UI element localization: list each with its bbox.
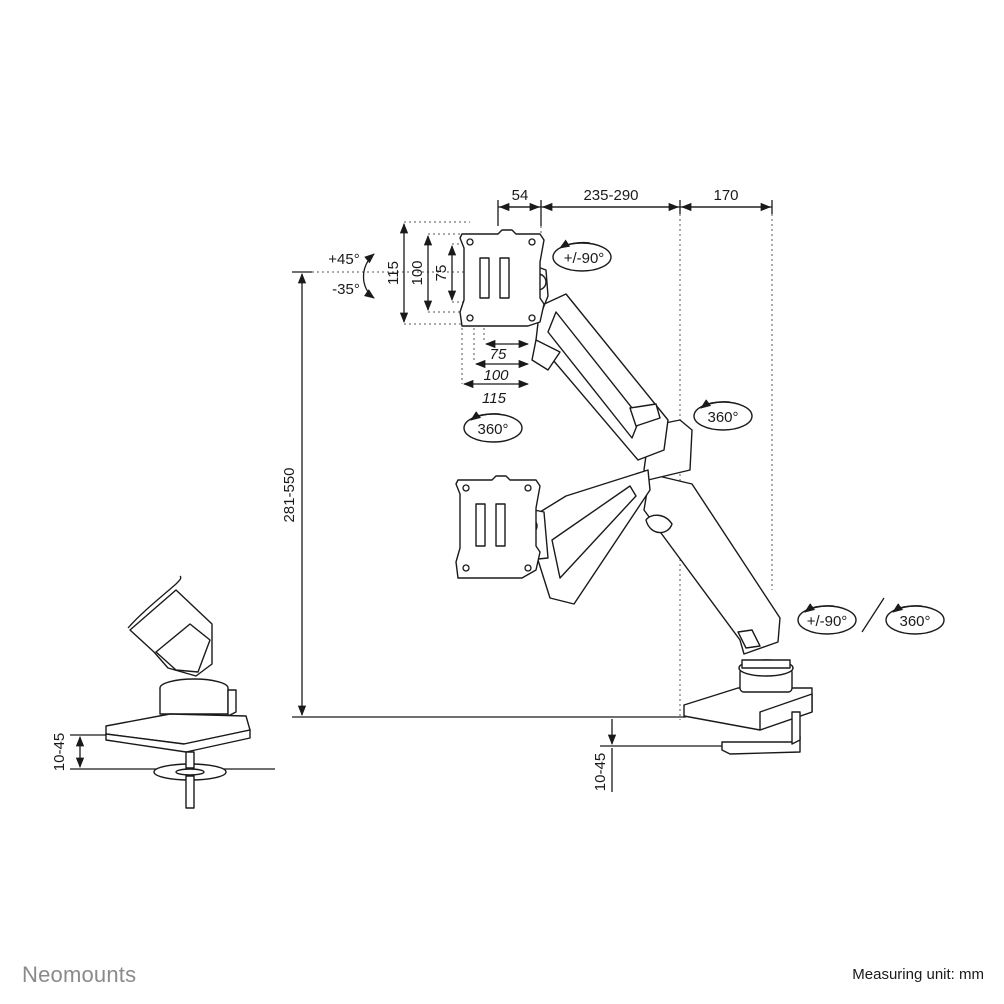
desk-clamp-bottom (721, 735, 801, 755)
svg-text:+/-90°: +/-90° (564, 250, 605, 267)
rotation-arrow-icon (700, 399, 731, 409)
vesa-horizontal-dimensions (461, 328, 530, 389)
rotation-arrow-icon (804, 603, 835, 613)
monitor-plate-icon (459, 229, 545, 327)
dim-desk-thickness-main: 10-45 (592, 753, 609, 791)
top-dimension-lines (497, 200, 773, 720)
dim-desk-thickness-detail: 10-45 (51, 733, 68, 771)
badge-swivel-head-top: 360° (463, 411, 523, 443)
dim-vesa-v-mid: 100 (409, 260, 426, 285)
rotation-arrow-icon (559, 239, 591, 249)
svg-text:360°: 360° (477, 421, 508, 438)
badge-rotate-base: +/-90° (797, 597, 885, 635)
badge-swivel-base: 360° (885, 603, 945, 635)
svg-text:+/-90°: +/-90° (807, 613, 848, 630)
height-dimension (292, 271, 686, 718)
badge-swivel-joint: 360° (693, 399, 753, 431)
measuring-unit-label: Measuring unit: mm (852, 966, 984, 983)
dim-vesa-h-inner: 75 (490, 346, 507, 363)
tilt-down-label: -35° (332, 281, 360, 298)
dim-vesa-v-inner: 75 (433, 265, 450, 282)
brand-logo: Neomounts (22, 962, 137, 987)
tilt-up-label: +45° (328, 251, 359, 268)
rotation-arrow-icon (470, 411, 501, 421)
monitor-plate-icon (455, 475, 541, 579)
tilt-arrow-icon (362, 253, 375, 299)
dim-vesa-h-outer: 115 (482, 390, 507, 407)
lower-arm (643, 473, 781, 655)
grommet-bolt-icon (153, 751, 227, 809)
dim-arm-depth-1: 54 (512, 187, 529, 204)
dim-arm-reach: 235-290 (583, 187, 638, 204)
dim-arm-depth-2: 170 (713, 187, 738, 204)
svg-text:360°: 360° (707, 409, 738, 426)
badge-rotate-head-top: +/-90° (552, 239, 612, 272)
rotation-arrow-icon (892, 603, 923, 613)
dim-height-range: 281-550 (281, 467, 298, 522)
desk-thickness-main-dimension (600, 719, 722, 792)
dim-vesa-v-outer: 115 (385, 261, 402, 285)
dim-vesa-h-mid: 100 (483, 367, 509, 384)
monitor-arm (455, 229, 813, 755)
svg-text:360°: 360° (899, 613, 930, 630)
grommet-detail (105, 575, 251, 809)
